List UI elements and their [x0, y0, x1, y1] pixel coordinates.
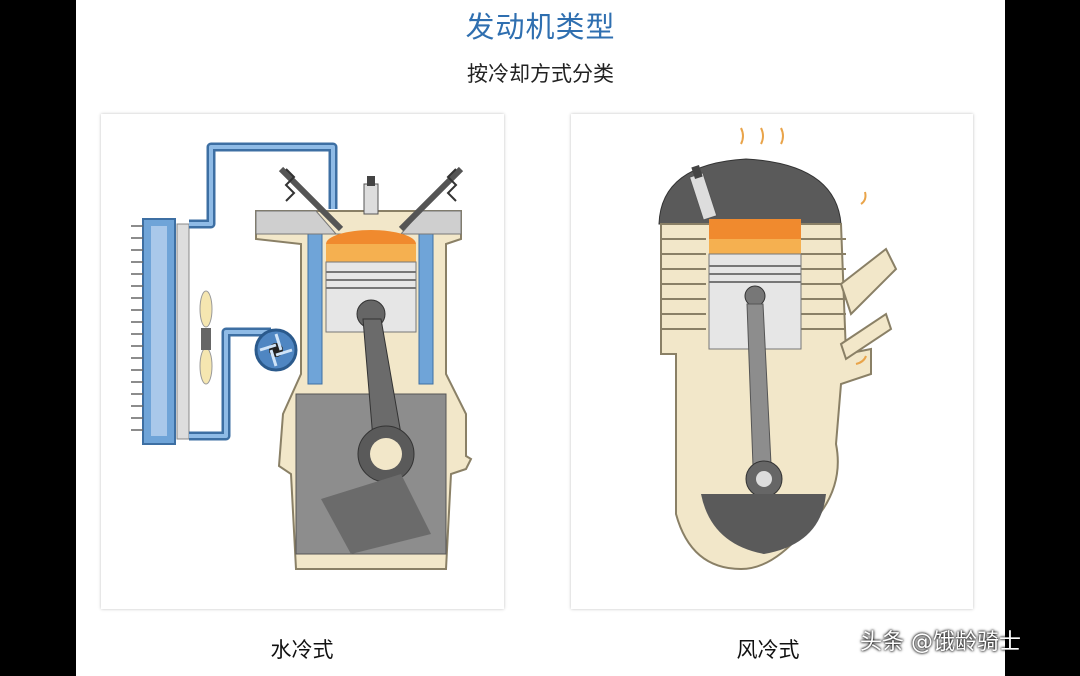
water-cooled-engine-panel	[101, 114, 504, 609]
engine-block	[256, 169, 471, 569]
water-cooled-engine-diagram	[101, 114, 504, 609]
watermark: 头条 @饿龄骑士	[860, 624, 1021, 656]
fan	[200, 291, 212, 384]
radiator	[131, 219, 189, 444]
water-cooled-caption: 水冷式	[242, 634, 362, 664]
slide-subtitle: 按冷却方式分类	[76, 58, 1005, 88]
slide: 发动机类型 按冷却方式分类	[76, 0, 1005, 676]
slide-title: 发动机类型	[76, 4, 1005, 46]
air-cooled-engine-diagram	[571, 114, 973, 609]
air-cooled-engine-panel	[571, 114, 973, 609]
engine-block	[659, 159, 896, 569]
water-pump	[256, 330, 296, 370]
air-cooled-caption: 风冷式	[708, 634, 828, 664]
